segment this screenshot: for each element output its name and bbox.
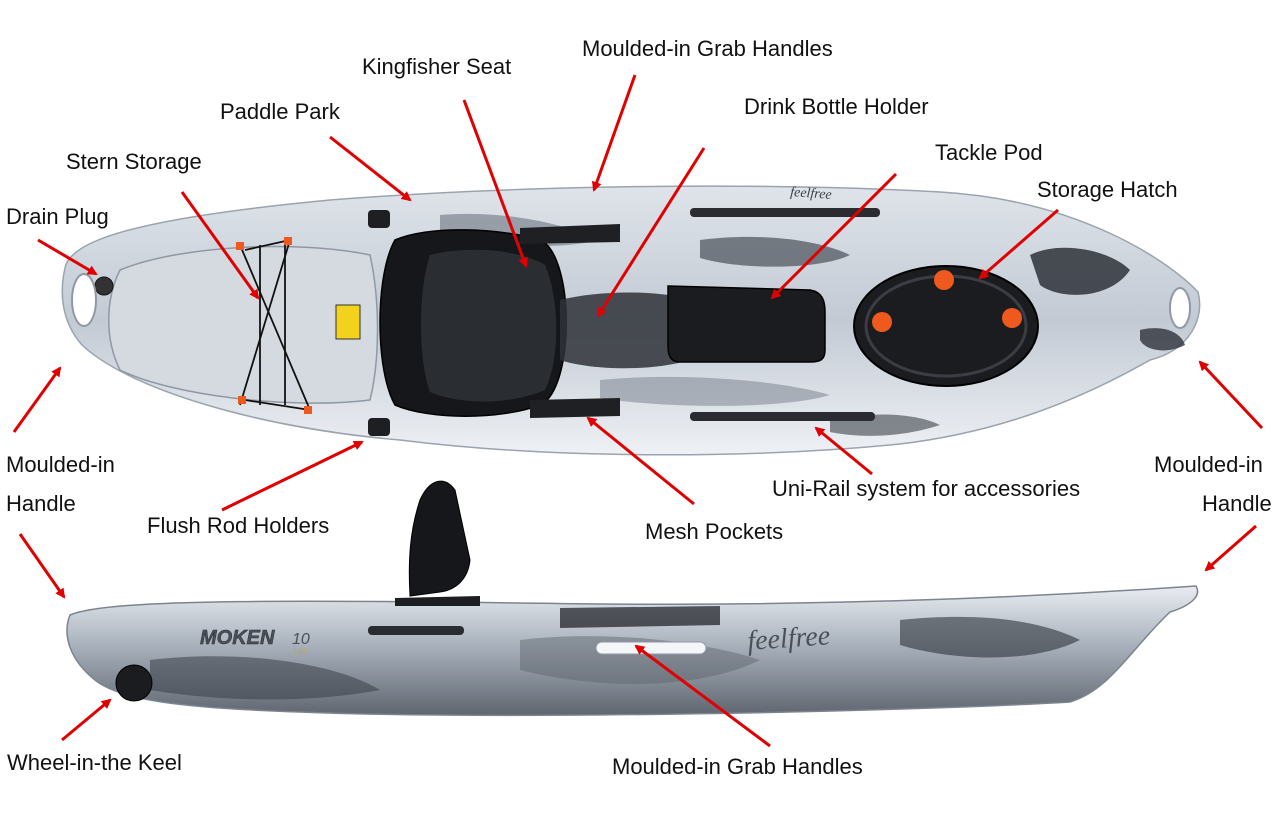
uni-rail-bottom — [690, 412, 875, 421]
label-handle-left-line2: Handle — [6, 491, 76, 516]
label-stern-storage: Stern Storage — [66, 149, 202, 174]
label-drain-plug: Drain Plug — [6, 204, 109, 229]
warning-sticker — [335, 304, 361, 340]
hatch-knob-top — [934, 270, 954, 290]
tackle-pod — [667, 285, 826, 363]
kayak-top-view: feelfree — [61, 185, 1201, 456]
arrow-handle-left-side — [18, 533, 66, 599]
arrow-drink-bottle — [596, 147, 706, 318]
kayak-side-view: MOKEN 10 Lite feelfree — [66, 480, 1199, 717]
hatch-knob-right — [1002, 308, 1022, 328]
arrow-tackle-pod — [770, 172, 898, 300]
label-grab-handles-top: Moulded-in Grab Handles — [582, 36, 833, 61]
model-sub-text: Lite — [294, 647, 307, 656]
arrow-kingfisher-seat — [462, 99, 528, 268]
arrow-wheel-keel — [61, 698, 112, 742]
label-tackle-pod: Tackle Pod — [935, 140, 1043, 165]
label-wheel-in-keel: Wheel-in-the Keel — [7, 750, 182, 775]
label-uni-rail: Uni-Rail system for accessories — [772, 476, 1081, 501]
bow-handle — [1169, 287, 1191, 329]
arrow-handle-right-side — [1204, 524, 1257, 572]
label-grab-handles-bottom: Moulded-in Grab Handles — [612, 754, 863, 779]
keel-wheel — [115, 664, 153, 702]
bungee-clips — [236, 237, 312, 414]
arrow-handle-left-top — [12, 366, 62, 433]
label-handle-left-line1: Moulded-in — [6, 452, 115, 477]
bungee-cords — [239, 239, 311, 411]
arrow-storage-hatch — [978, 208, 1059, 280]
mesh-pocket-top — [520, 224, 620, 244]
label-paddle-park: Paddle Park — [220, 99, 340, 124]
side-brand-text: feelfree — [746, 620, 831, 657]
callout-arrows — [12, 74, 1264, 748]
arrow-mesh-pockets — [586, 416, 695, 506]
arrow-stern-storage — [180, 191, 260, 300]
rod-holder-bottom — [368, 418, 390, 436]
side-lower-handle — [595, 641, 707, 655]
label-mesh-pockets: Mesh Pockets — [645, 519, 784, 544]
label-handle-right-line1: Moulded-in — [1154, 452, 1263, 477]
label-storage-hatch: Storage Hatch — [1037, 177, 1178, 202]
hatch-knob-left — [872, 312, 892, 332]
side-seat-back — [408, 480, 471, 597]
model-number-text: 10 — [292, 631, 310, 648]
stern-tankwell — [108, 245, 379, 404]
arrow-flush-rod — [221, 440, 364, 512]
uni-rail-top — [690, 208, 880, 217]
arrow-grab-handles-top — [591, 74, 637, 192]
arrow-drain-plug — [37, 238, 98, 276]
storage-hatch — [853, 265, 1039, 387]
arrow-paddle-park — [329, 135, 412, 202]
arrow-uni-rail — [814, 426, 873, 476]
stern-handle — [71, 273, 97, 327]
top-brand-text: feelfree — [790, 185, 832, 203]
mesh-pocket-bottom — [530, 398, 620, 418]
arrow-handle-right-top — [1198, 360, 1264, 430]
rod-holder-top — [368, 210, 390, 228]
label-kingfisher-seat: Kingfisher Seat — [362, 54, 512, 79]
label-handle-right-line2: Handle — [1202, 491, 1272, 516]
arrow-grab-handles-bottom — [634, 644, 771, 748]
drain-plug — [94, 276, 114, 296]
label-flush-rod-holders: Flush Rod Holders — [147, 513, 330, 538]
side-grab-handle — [368, 626, 464, 635]
label-drink-bottle-holder: Drink Bottle Holder — [744, 94, 929, 119]
model-text: MOKEN — [200, 627, 275, 649]
